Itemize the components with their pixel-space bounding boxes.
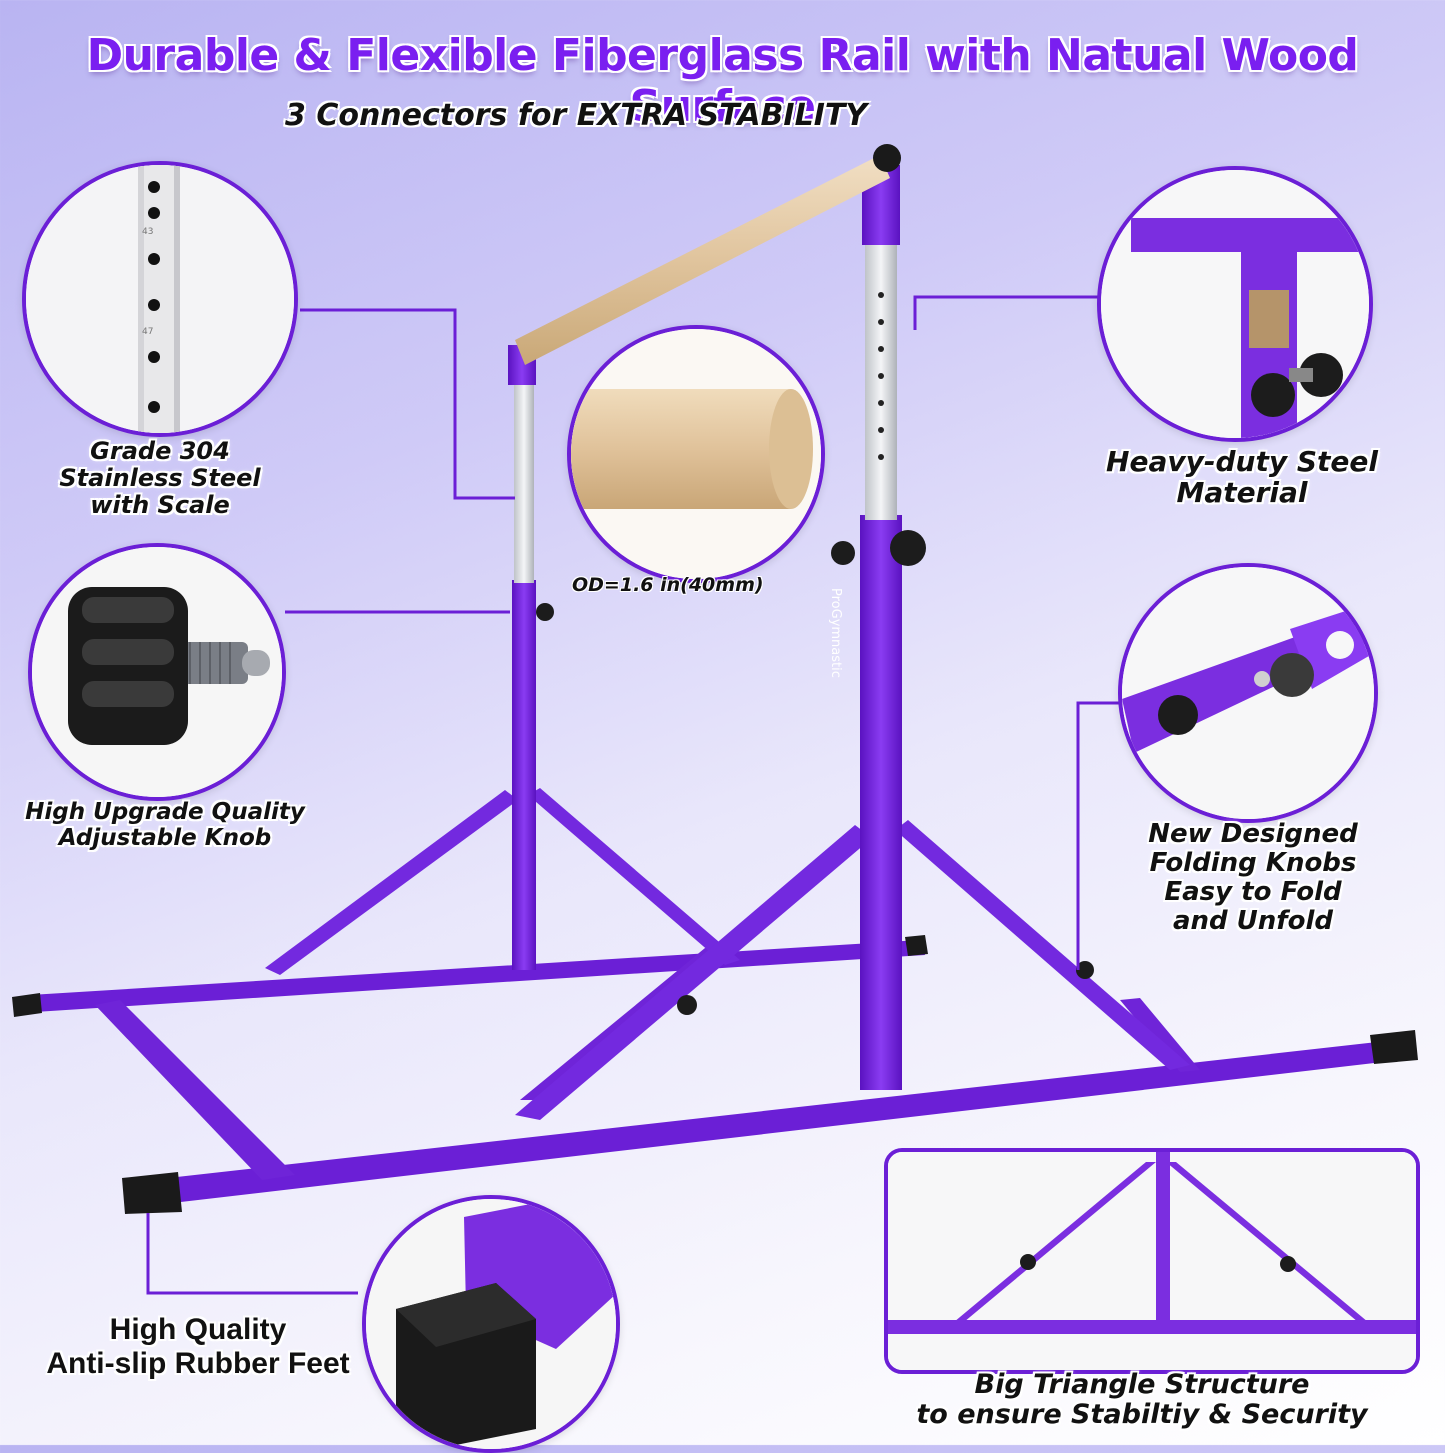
knob-detail [28, 543, 286, 801]
rubber-foot [122, 1172, 182, 1214]
wood-rail [515, 144, 901, 365]
folding-knobs-caption: New Designed Folding Knobs Easy to Fold … [1148, 819, 1358, 937]
rubber-foot-detail [362, 1195, 620, 1453]
rail-detail [567, 325, 825, 583]
rubber-foot [1370, 1030, 1418, 1064]
folding-knob-detail [1118, 563, 1378, 823]
steel-detail [1097, 166, 1373, 442]
rail-diameter-label: OD=1.6 in(40mm) [572, 574, 764, 596]
steel-caption: Heavy-duty Steel Material [1106, 445, 1378, 510]
scale-mark: 43 [142, 227, 154, 237]
knob-caption: High Upgrade Quality Adjustable Knob [25, 799, 305, 851]
triangle-caption: Big Triangle Structure to ensure Stabilt… [916, 1369, 1368, 1431]
stainless-steel-caption: Grade 304 Stainless Steel with Scale [59, 437, 261, 519]
subheadline: 3 Connectors for EXTRA STABILITY [285, 98, 868, 133]
brand-label: ProGymnastic [828, 588, 843, 678]
adjust-knobs [536, 530, 1094, 1015]
stainless-scale-detail: 43 47 [22, 161, 298, 437]
triangle-structure-detail [884, 1148, 1420, 1374]
rubber-foot [12, 993, 42, 1017]
scale-mark: 47 [142, 327, 154, 337]
brace-struts [265, 788, 1190, 1120]
rubber-foot [905, 935, 928, 956]
uprights [508, 165, 902, 1090]
headline: Durable & Flexible Fiberglass Rail with … [86, 30, 1359, 132]
rubber-feet-caption: High Quality Anti-slip Rubber Feet [46, 1313, 350, 1380]
